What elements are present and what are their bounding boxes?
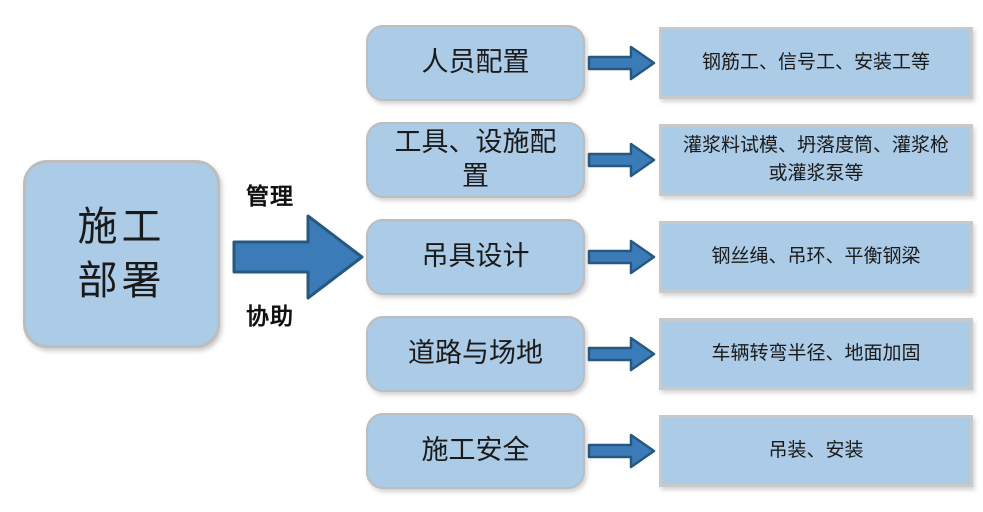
detail-label: 吊装、安装: [768, 439, 864, 462]
category-node-roads-site: 道路与场地: [366, 316, 585, 392]
detail-node-tools-facilities: 灌浆料试模、坍落度筒、灌浆枪或灌浆泵等: [659, 124, 973, 196]
category-label: 人员配置: [421, 47, 530, 79]
right-arrow-icon: [587, 142, 656, 178]
detail-node-roads-site: 车辆转弯半径、地面加固: [659, 318, 973, 390]
root-node-label: 施工 部署: [77, 204, 166, 304]
main-flow-arrow-shape: [232, 214, 364, 300]
category-node-construction-safety: 施工安全: [366, 413, 585, 489]
category-node-rigging-design: 吊具设计: [366, 219, 585, 295]
detail-label: 钢筋工、信号工、安装工等: [701, 51, 930, 74]
category-label: 道路与场地: [408, 338, 543, 370]
root-node-construction-deployment: 施工 部署: [23, 160, 220, 348]
main-flow-arrow-icon: [232, 214, 364, 300]
arrow-label-assist: 协助: [246, 304, 294, 330]
arrow-label-manage: 管理: [246, 184, 294, 210]
right-arrow-icon: [587, 239, 656, 275]
category-label: 工具、设施配置: [394, 127, 557, 192]
diagram-row-tools-facilities: 工具、设施配置 灌浆料试模、坍落度筒、灌浆枪或灌浆泵等: [366, 122, 973, 198]
detail-label: 钢丝绳、吊环、平衡钢梁: [711, 245, 921, 268]
right-arrow-shape: [587, 142, 656, 178]
right-arrow-shape: [587, 336, 656, 372]
detail-node-personnel: 钢筋工、信号工、安装工等: [659, 27, 973, 99]
detail-label: 车辆转弯半径、地面加固: [711, 342, 921, 365]
right-arrow-shape: [587, 433, 656, 469]
right-arrow-shape: [587, 239, 656, 275]
detail-label: 灌浆料试模、坍落度筒、灌浆枪或灌浆泵等: [682, 134, 949, 184]
diagram-row-rigging-design: 吊具设计 钢丝绳、吊环、平衡钢梁: [366, 219, 973, 295]
category-node-tools-facilities: 工具、设施配置: [366, 122, 585, 198]
right-arrow-icon: [587, 433, 656, 469]
diagram-row-construction-safety: 施工安全 吊装、安装: [366, 413, 973, 489]
right-arrow-shape: [587, 45, 656, 81]
detail-node-rigging-design: 钢丝绳、吊环、平衡钢梁: [659, 221, 973, 293]
category-label: 吊具设计: [421, 241, 530, 273]
right-arrow-icon: [587, 45, 656, 81]
diagram-row-personnel: 人员配置 钢筋工、信号工、安装工等: [366, 25, 973, 101]
detail-node-construction-safety: 吊装、安装: [659, 415, 973, 487]
right-arrow-icon: [587, 336, 656, 372]
category-node-personnel: 人员配置: [366, 25, 585, 101]
category-label: 施工安全: [421, 435, 530, 467]
diagram-row-roads-site: 道路与场地 车辆转弯半径、地面加固: [366, 316, 973, 392]
